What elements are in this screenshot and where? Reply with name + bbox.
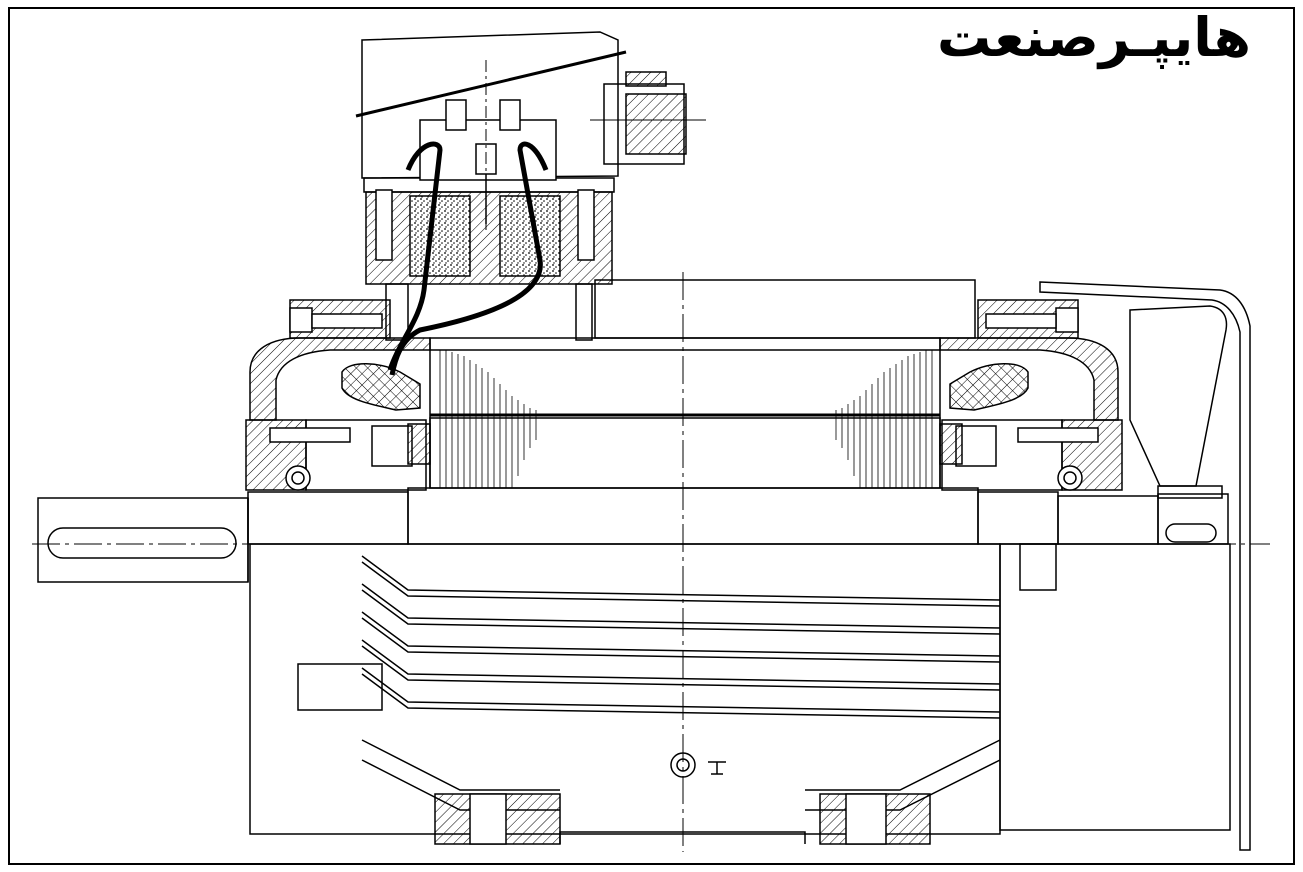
- stator-laminations: [439, 350, 933, 488]
- left-end-shield: [245, 299, 431, 491]
- rotor-core: [429, 413, 941, 489]
- end-winding-right: [949, 363, 1029, 411]
- right-end-shield: [939, 299, 1123, 491]
- motor-frame-fins: [249, 543, 1057, 835]
- motor-feet: [434, 793, 931, 845]
- earth-ground-icon: [670, 752, 726, 778]
- end-winding-left: [341, 363, 421, 411]
- shaft: [37, 487, 1229, 583]
- frame-border: [8, 7, 1295, 865]
- brand-logo-text: هایپـرصنعت: [937, 6, 1251, 69]
- fan-cover: [999, 281, 1251, 851]
- terminal-box: [355, 31, 627, 376]
- cable-gland: [590, 71, 706, 165]
